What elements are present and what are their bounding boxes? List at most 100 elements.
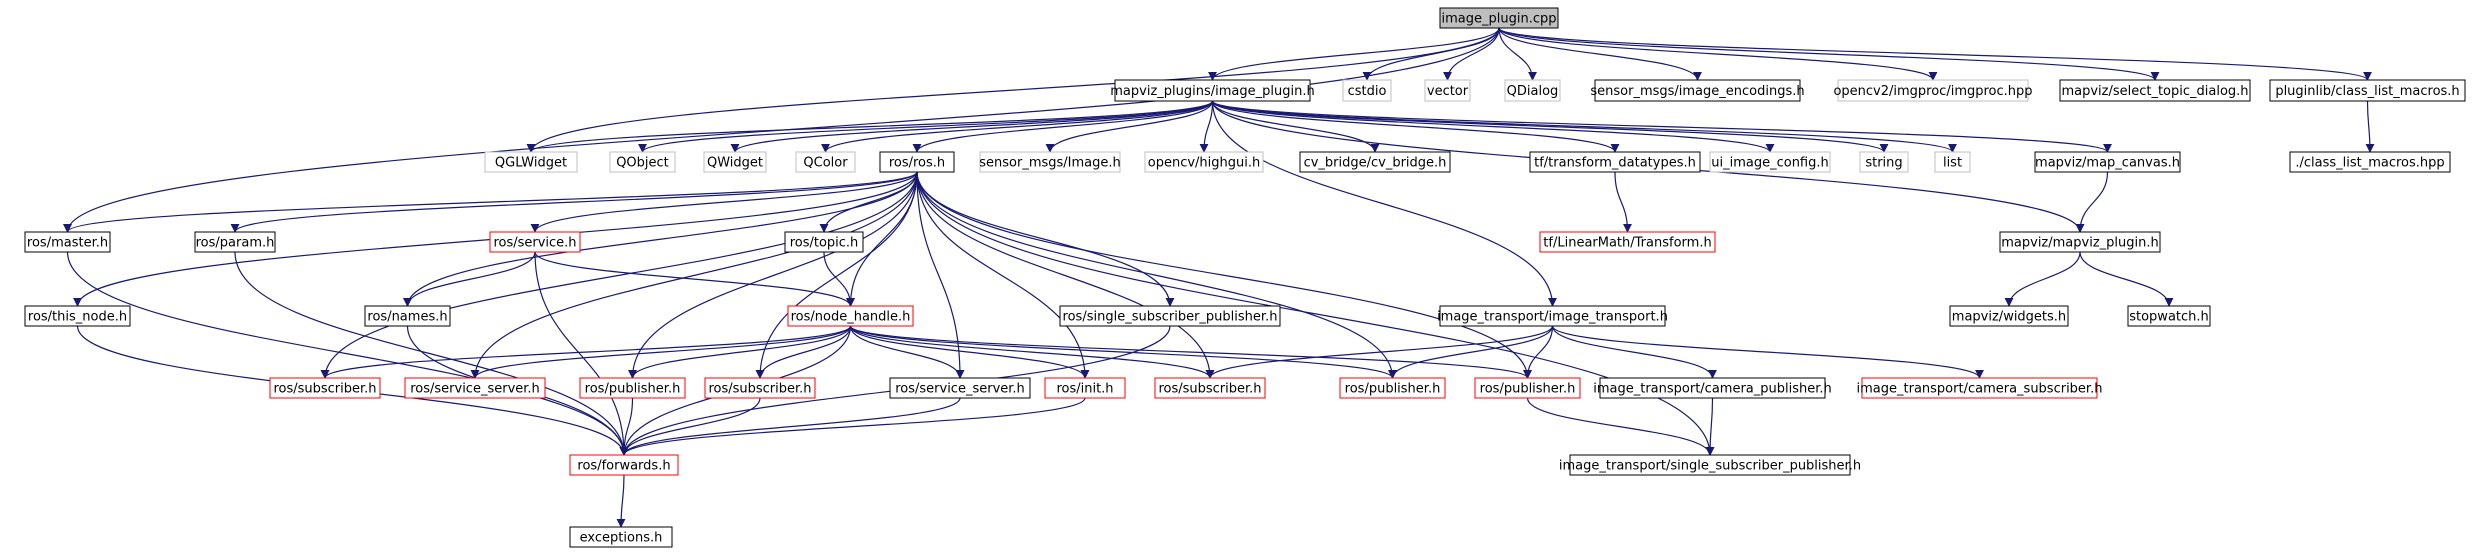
- node-label: ros/topic.h: [790, 236, 859, 251]
- node-label: ros/single_subscriber_publisher.h: [1063, 310, 1278, 325]
- node-ros-service-h[interactable]: ros/service.h: [489, 231, 581, 253]
- node-mapviz-map-canvas-h[interactable]: mapviz/map_canvas.h: [2034, 151, 2181, 173]
- edge-ros-ros-h-to-ros-param-h: [230, 171, 918, 233]
- node-ros-ros-h[interactable]: ros/ros.h: [879, 151, 955, 173]
- node-box: [1342, 79, 1392, 102]
- node-ros-single-subscriber-publisher-h[interactable]: ros/single_subscriber_publisher.h: [1059, 305, 1281, 327]
- node-box: [1299, 151, 1451, 173]
- node-stopwatch-h[interactable]: stopwatch.h: [2127, 305, 2211, 327]
- node-label: pluginlib/class_list_macros.h: [2275, 84, 2459, 99]
- edge-ros-ros-h-to-ros-names-h: [403, 171, 918, 307]
- node-mapviz-select-topic-dialog-h[interactable]: mapviz/select_topic_dialog.h: [2059, 79, 2251, 102]
- edge-ros-ros-h-to-ros-service-server-h-1: [470, 171, 918, 379]
- node-ros-names-h[interactable]: ros/names.h: [364, 305, 451, 327]
- node-label: tf/LinearMath/Transform.h: [1543, 236, 1711, 251]
- edge-image-plugin-cpp-to-qdialog: [1498, 27, 1537, 81]
- node-image-transport-camera-publisher-h[interactable]: image_transport/camera_publisher.h: [1593, 377, 1832, 399]
- node-class-list-macros-hpp[interactable]: ./class_list_macros.hpp: [2289, 151, 2451, 173]
- node-ros-subscriber-h-3[interactable]: ros/subscriber.h: [1154, 377, 1266, 399]
- node-exceptions-h[interactable]: exceptions.h: [569, 526, 673, 548]
- node-label: opencv/highgui.h: [1148, 156, 1260, 171]
- node-box: [1594, 79, 1801, 102]
- node-mapviz-plugins-image-plugin-h[interactable]: mapviz_plugins/image_plugin.h: [1110, 79, 1315, 102]
- node-box: [1439, 305, 1666, 327]
- node-image-transport-camera-subscriber-h[interactable]: image_transport/camera_subscriber.h: [1857, 377, 2103, 399]
- node-label: QColor: [803, 156, 848, 171]
- node-ros-param-h[interactable]: ros/param.h: [194, 231, 276, 253]
- node-label: ros/master.h: [27, 236, 108, 251]
- edge-ros-node-handle-h-to-ros-service-server-h-2: [849, 325, 965, 379]
- node-ros-publisher-h-3[interactable]: ros/publisher.h: [1474, 377, 1581, 399]
- node-ros-node-handle-h[interactable]: ros/node_handle.h: [787, 305, 914, 327]
- node-label: ros/names.h: [367, 310, 447, 325]
- edge-ros-ros-h-to-ros-service-server-h-2: [916, 171, 965, 379]
- edge-mapviz-mapviz-plugin-h-to-stopwatch-h: [2079, 251, 2174, 307]
- node-box: [795, 151, 856, 173]
- node-label: mapviz/mapviz_plugin.h: [2001, 236, 2158, 251]
- node-label: ros/forwards.h: [577, 459, 670, 474]
- edge-mapviz-plugins-image-plugin-h-to-image-transport-image-transport-h: [1211, 100, 1557, 307]
- node-ros-topic-h[interactable]: ros/topic.h: [784, 231, 864, 253]
- node-box: [1059, 305, 1281, 327]
- node-image-plugin-cpp[interactable]: image_plugin.cpp: [1439, 7, 1559, 29]
- node-mapviz-mapviz-plugin-h[interactable]: mapviz/mapviz_plugin.h: [1999, 231, 2161, 253]
- edge-mapviz-plugins-image-plugin-h-to-opencv-highgui-h: [1199, 100, 1214, 153]
- node-ros-master-h[interactable]: ros/master.h: [24, 231, 111, 253]
- node-ros-subscriber-h-1[interactable]: ros/subscriber.h: [269, 377, 381, 399]
- node-ros-service-server-h-1[interactable]: ros/service_server.h: [404, 377, 546, 399]
- node-label: mapviz_plugins/image_plugin.h: [1110, 84, 1314, 99]
- node-cv-bridge-h[interactable]: cv_bridge/cv_bridge.h: [1299, 151, 1451, 173]
- edges-layer: [63, 27, 2375, 528]
- edge-image-transport-image-transport-h-to-ros-subscriber-h-3: [1205, 325, 1554, 379]
- edge-ros-topic-h-to-ros-node-handle-h: [823, 251, 855, 307]
- node-box: [1539, 231, 1716, 253]
- node-label: image_transport/camera_subscriber.h: [1857, 382, 2103, 397]
- node-tf-transform-datatypes-h[interactable]: tf/transform_datatypes.h: [1529, 151, 1701, 173]
- edge-mapviz-plugins-image-plugin-h-to-qwidget: [730, 100, 1214, 153]
- edge-ros-node-handle-h-to-ros-service-server-h-1: [470, 325, 852, 379]
- node-label: ros/init.h: [1056, 382, 1113, 397]
- edge-ros-ros-h-to-ros-subscriber-h-1: [320, 171, 918, 379]
- node-tf-linearmath-transform-h[interactable]: tf/LinearMath/Transform.h: [1539, 231, 1716, 253]
- node-ros-init-h[interactable]: ros/init.h: [1044, 377, 1126, 399]
- node-box: [579, 377, 686, 399]
- node-label: ros/node_handle.h: [791, 310, 911, 325]
- node-box: [1934, 151, 1971, 173]
- node-ros-publisher-h-2[interactable]: ros/publisher.h: [1339, 377, 1446, 399]
- node-label: ui_image_config.h: [1711, 156, 1829, 171]
- node-mapviz-widgets-h[interactable]: mapviz/widgets.h: [1949, 305, 2069, 327]
- node-image-transport-image-transport-h[interactable]: image_transport/image_transport.h: [1437, 305, 1668, 327]
- edge-image-plugin-cpp-to-sensor-msgs-image-encodings-h: [1498, 27, 1702, 81]
- node-box: [194, 231, 276, 253]
- edge-ros-ros-h-to-image-transport-single-subscriber-publisher-h: [916, 171, 1715, 456]
- node-ros-publisher-h-1[interactable]: ros/publisher.h: [579, 377, 686, 399]
- node-box: [1424, 79, 1471, 102]
- node-qwidget: QWidget: [703, 151, 767, 173]
- node-box: [787, 305, 914, 327]
- edge-mapviz-plugins-image-plugin-h-to-qobject: [638, 100, 1214, 153]
- edge-mapviz-plugins-image-plugin-h-to-ui-image-config-h: [1211, 100, 1775, 153]
- edge-ros-node-handle-h-to-ros-publisher-h-2: [849, 325, 1397, 379]
- node-opencv-highgui-h: opencv/highgui.h: [1144, 151, 1264, 173]
- node-ros-this-node-h[interactable]: ros/this_node.h: [24, 305, 131, 327]
- edge-mapviz-plugins-image-plugin-h-to-list: [1211, 100, 1957, 153]
- node-ros-forwards-h[interactable]: ros/forwards.h: [569, 454, 679, 476]
- nodes-layer: image_plugin.cpp mapviz_plugins/image_plu…: [24, 7, 2466, 548]
- node-qglwidget: QGLWidget: [484, 151, 578, 173]
- node-ros-subscriber-h-2[interactable]: ros/subscriber.h: [704, 377, 816, 399]
- edge-ros-node-handle-h-to-ros-publisher-h-1: [628, 325, 852, 379]
- edge-ros-service-h-to-ros-node-handle-h: [534, 251, 855, 307]
- edge-image-transport-camera-publisher-h-to-image-transport-single-subscriber-publisher-h: [1705, 397, 1715, 456]
- node-label: QGLWidget: [495, 156, 567, 171]
- node-label: ros/this_node.h: [28, 310, 127, 325]
- node-image-transport-single-subscriber-publisher-h[interactable]: image_transport/single_subscriber_publis…: [1559, 454, 1861, 476]
- node-sensor-msgs-image-encodings-h[interactable]: sensor_msgs/image_encodings.h: [1590, 79, 1805, 102]
- node-label: image_transport/image_transport.h: [1437, 310, 1668, 325]
- node-box: [2059, 79, 2251, 102]
- edge-ros-node-handle-h-to-ros-subscriber-h-1: [320, 325, 852, 379]
- edge-mapviz-plugins-image-plugin-h-to-qcolor: [821, 100, 1214, 153]
- edge-image-transport-image-transport-h-to-image-transport-camera-publisher-h: [1551, 325, 1717, 379]
- node-pluginlib-class-list-macros-h[interactable]: pluginlib/class_list_macros.h: [2269, 79, 2466, 102]
- node-ros-service-server-h-2[interactable]: ros/service_server.h: [889, 377, 1031, 399]
